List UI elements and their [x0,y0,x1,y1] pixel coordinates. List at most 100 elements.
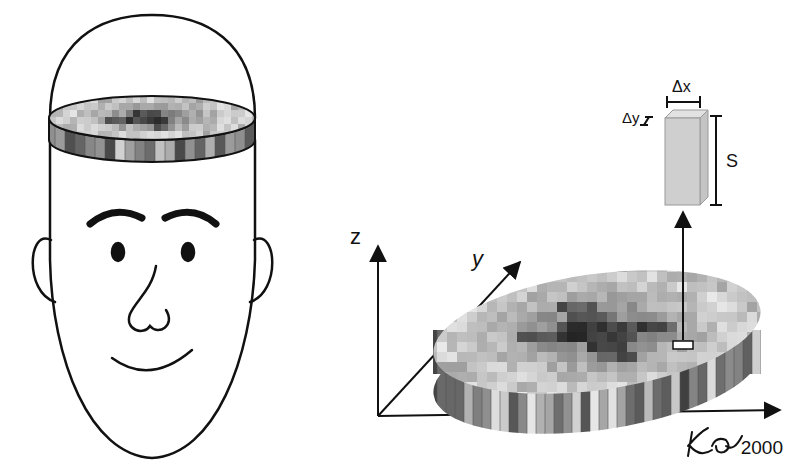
pixel [667,402,677,412]
pixel [517,382,527,392]
pixel [427,402,437,412]
pixel [105,89,112,96]
pixel [767,392,777,402]
pixel [607,362,617,372]
pixel [467,392,477,402]
pixel [112,117,119,124]
pixel [147,124,154,131]
pixel [447,312,457,322]
pixel [210,103,217,110]
pixel [447,392,457,402]
pixel [597,372,607,382]
pixel [557,342,567,352]
pixel [547,302,557,312]
pixel [231,96,238,103]
pixel [189,131,196,138]
pixel [767,332,777,342]
pixel [637,362,647,372]
pixel [747,392,757,402]
pixel [497,372,507,382]
pixel [747,302,757,312]
pixel [224,138,231,145]
eyebrow [165,212,216,224]
pixel [617,342,627,352]
pixel [91,89,98,96]
pixel [189,117,196,124]
pixel [477,292,487,302]
pixel [252,103,259,110]
pixel [617,322,627,332]
pixel [447,292,457,302]
pixel [255,110,265,170]
pixel [687,252,697,262]
pixel [477,392,487,402]
pixel [587,372,597,382]
pixel [428,300,437,440]
pixel [487,322,497,332]
pixel [717,402,727,412]
pixel [133,124,140,131]
pixel [757,262,767,272]
pixel [196,138,203,145]
pixel [477,362,487,372]
pixel [757,322,767,332]
dimension-label: Δx [672,79,691,95]
pixel [77,138,84,145]
pixel [517,352,527,362]
pixel [245,145,252,152]
pixel [737,382,747,392]
pixel [203,89,210,96]
pixel [245,131,252,138]
pixel [547,252,557,262]
pixel [687,272,697,282]
pixel [617,282,627,292]
pixel [667,292,677,302]
pixel [627,322,637,332]
pixel [507,382,517,392]
pixel [547,382,557,392]
pixel [259,131,266,138]
pixel-border [45,110,46,170]
pixel [147,117,154,124]
pixel [417,282,427,292]
pixel [557,322,567,332]
pixel [647,282,657,292]
pixel [507,282,517,292]
slice-outline [49,96,255,140]
pixel [417,272,427,282]
pixel [707,392,717,402]
pixel [627,252,637,262]
pixel [487,362,497,372]
pixel [577,372,587,382]
pixel [717,342,727,352]
pixel [717,312,727,322]
pixel [417,322,427,332]
pixel [42,138,49,145]
pixel [707,292,717,302]
pixel [537,282,547,292]
pixel [203,124,210,131]
pixel [707,372,717,382]
pixel [231,117,238,124]
pixel [527,372,537,382]
pixel [657,332,667,342]
pixel [133,110,140,117]
pixel [707,342,717,352]
pixel [467,402,477,412]
pixel [49,138,56,145]
pixel [547,312,557,322]
pixel [168,89,175,96]
pixel [687,352,697,362]
pixel [657,322,667,332]
pixel [161,89,168,96]
pixel [617,300,626,440]
pixel [98,89,105,96]
pixel [747,352,757,362]
pixel [567,312,577,322]
pixel [647,302,657,312]
pixel [507,352,517,362]
pixel [168,145,175,152]
pixel [507,402,517,412]
pixel [627,362,637,372]
pixel [182,145,189,152]
